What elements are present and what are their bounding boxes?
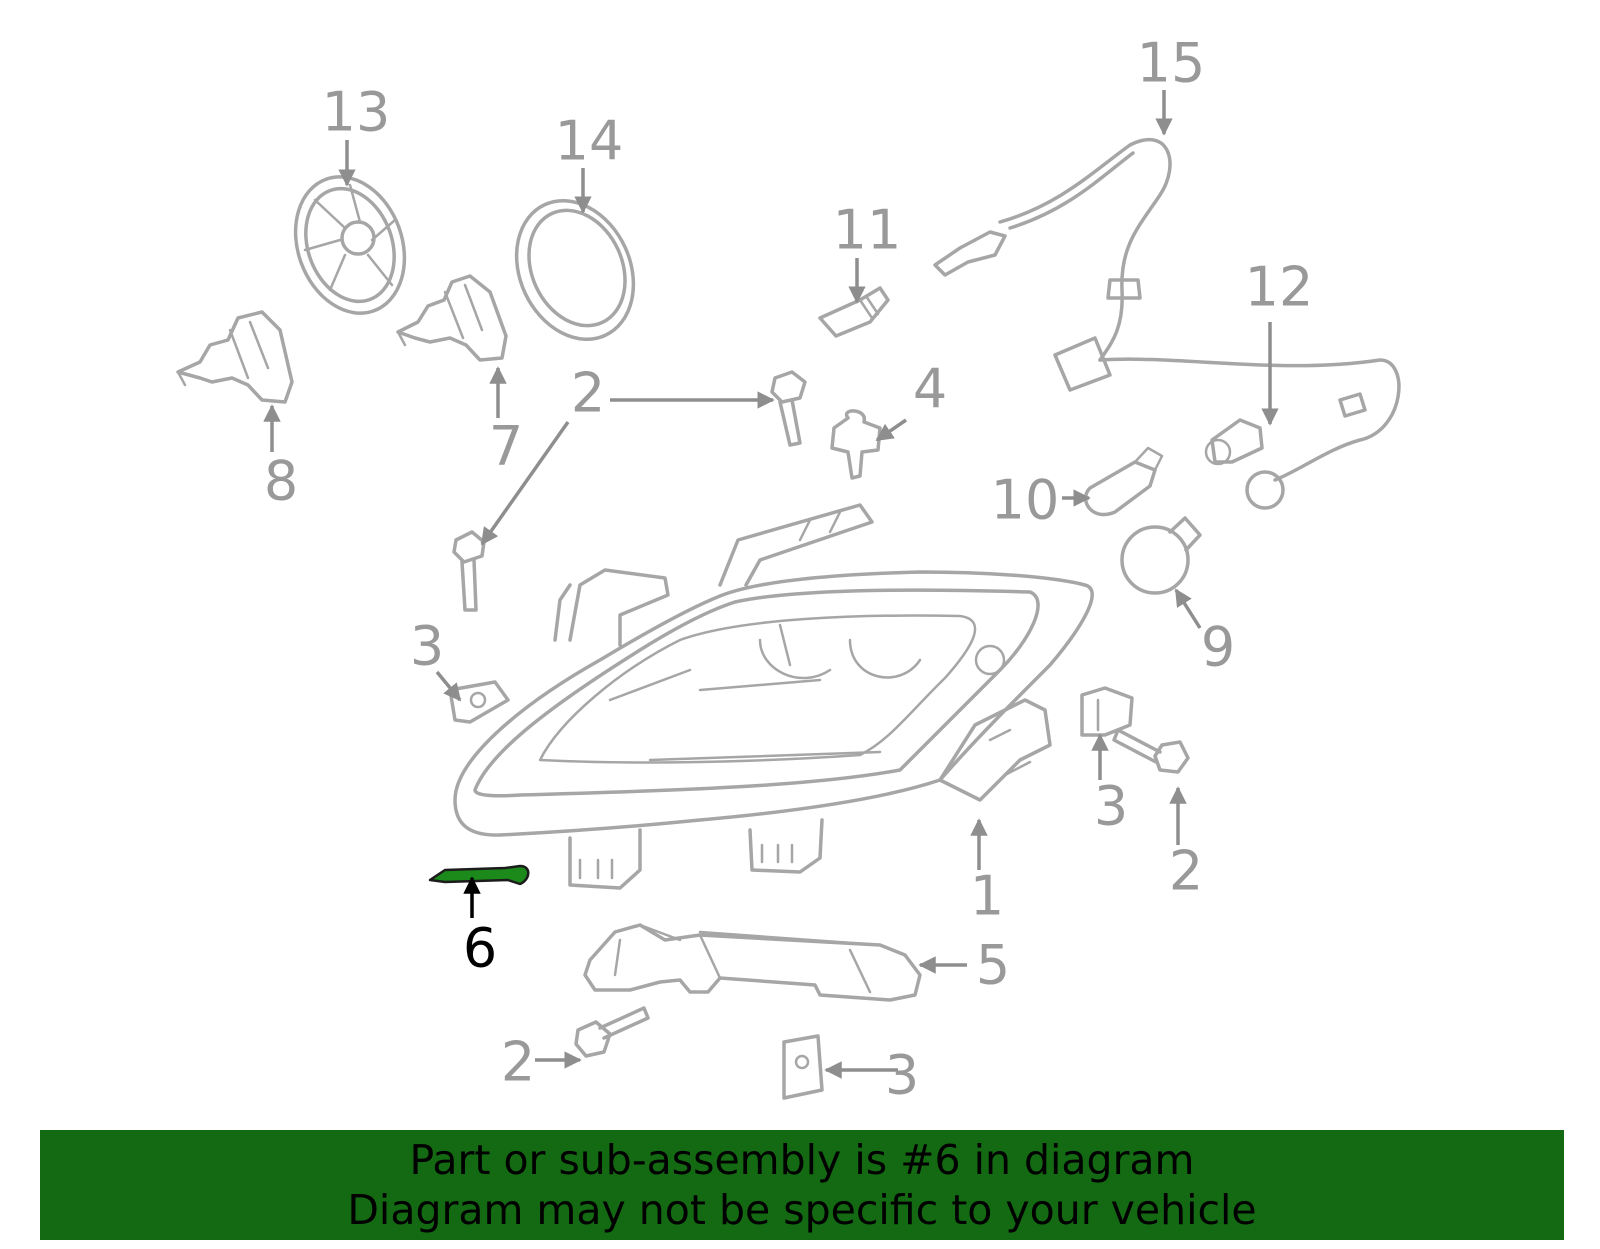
- part-8-bulb: [176, 310, 294, 404]
- callout-4: 4: [913, 358, 947, 421]
- part-10-bulb: [1083, 446, 1164, 517]
- callout-13: 13: [322, 81, 391, 144]
- info-banner: Part or sub-assembly is #6 in diagram Di…: [40, 1130, 1564, 1240]
- callout-3-right: 3: [1094, 775, 1128, 838]
- callout-5: 5: [976, 934, 1010, 997]
- part-5-bracket: [583, 923, 922, 1002]
- callout-7: 7: [489, 415, 523, 478]
- part-15-harness: [933, 137, 1401, 510]
- banner-line-2: Diagram may not be specific to your vehi…: [347, 1186, 1257, 1234]
- callout-2-bottom: 2: [501, 1031, 535, 1094]
- callout-11: 11: [833, 199, 902, 262]
- part-12-socket: [1204, 418, 1264, 466]
- part-2-bolt-right: [1112, 728, 1190, 774]
- callout-2-right: 2: [1169, 840, 1203, 903]
- part-3-clip-right: [1080, 686, 1134, 737]
- callout-9: 9: [1201, 616, 1235, 679]
- parts-diagram: 13 14 15 11 12 8 7 2 4 10 9 3 3 2 1 6 5 …: [176, 32, 1401, 1107]
- part-2-bolt-top: [770, 370, 807, 447]
- leader-arrows: [263, 90, 1279, 1079]
- callout-2-top: 2: [571, 362, 605, 425]
- part-3-clip-left: [448, 680, 510, 724]
- part-7-bulb: [396, 274, 508, 362]
- part-11-bulb: [818, 286, 890, 338]
- callout-10: 10: [991, 469, 1060, 532]
- callout-12: 12: [1245, 256, 1314, 319]
- callout-14: 14: [555, 110, 624, 173]
- part-2-bolt-left: [452, 530, 486, 612]
- part-3-clip-bottom: [782, 1034, 824, 1100]
- banner-line-1: Part or sub-assembly is #6 in diagram: [409, 1136, 1195, 1184]
- part-2-bolt-bottom: [574, 1006, 650, 1058]
- part-1-headlamp-assembly: [453, 503, 1094, 890]
- callout-3-bottom: 3: [885, 1044, 919, 1107]
- part-13-dust-cover: [293, 175, 407, 315]
- callout-6-highlighted: 6: [463, 917, 497, 980]
- part-4-clip: [830, 409, 882, 480]
- part-9-bulb: [1120, 516, 1202, 595]
- callout-15: 15: [1137, 32, 1206, 95]
- part-6-trim-highlighted: [428, 864, 530, 886]
- part-14-cover: [514, 198, 636, 342]
- callout-1: 1: [970, 865, 1004, 928]
- callout-8: 8: [264, 450, 298, 513]
- callout-3-left: 3: [410, 615, 444, 678]
